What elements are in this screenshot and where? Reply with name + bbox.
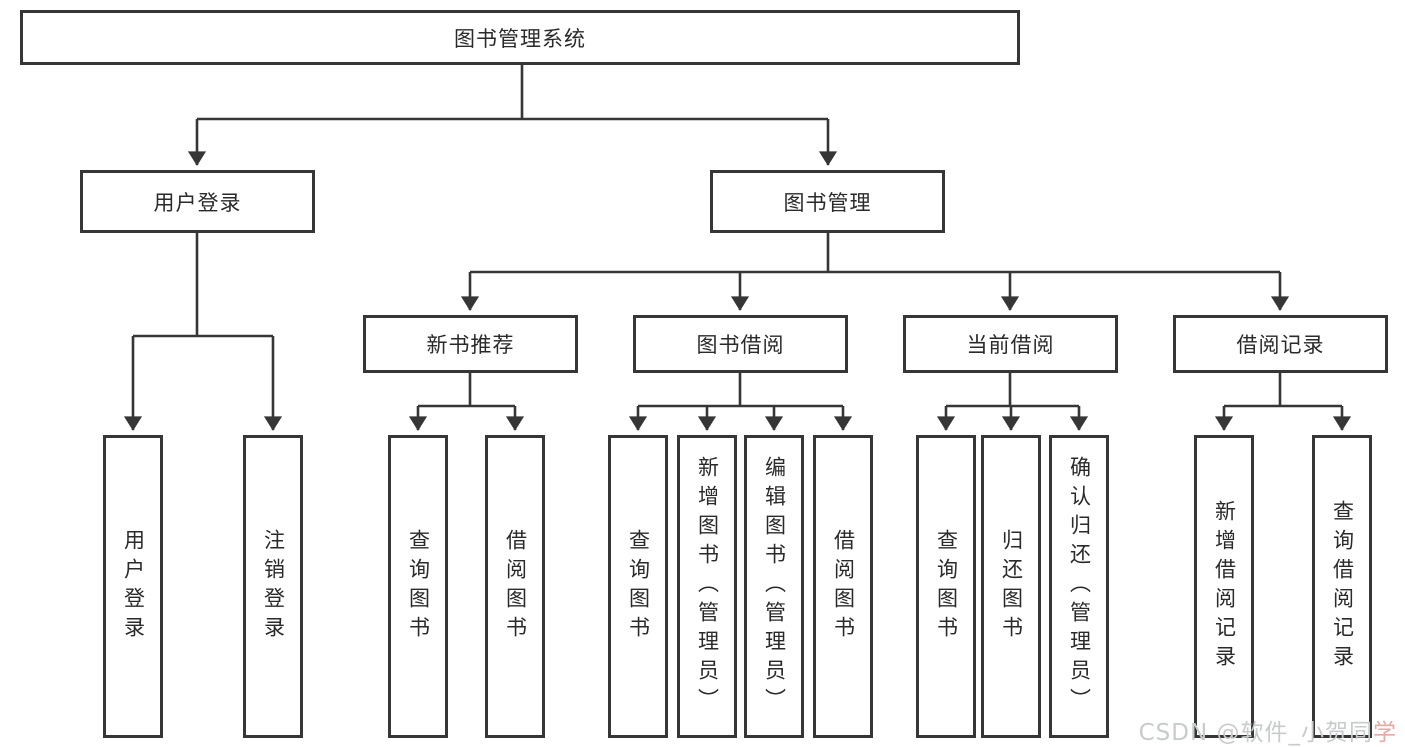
leaf-add-borrow-record: 新增借阅记录 [1194,435,1254,738]
leaf-user-login: 用户登录 [103,435,163,738]
leaf-query-books-recommend: 查询图书 [388,435,448,738]
leaf-confirm-return-admin: 确认归还（管理员） [1049,435,1109,738]
leaf-query-books-borrow: 查询图书 [608,435,668,738]
node-root-library-system: 图书管理系统 [20,10,1020,65]
leaf-borrow-books-recommend: 借阅图书 [485,435,545,738]
csdn-watermark: CSDN @软件_小贺同学 [1139,713,1397,747]
node-user-login: 用户登录 [80,170,315,233]
leaf-logout: 注销登录 [243,435,303,738]
leaf-add-books-admin: 新增图书（管理员） [677,435,737,738]
node-borrow-records: 借阅记录 [1173,315,1388,373]
leaf-query-books-current: 查询图书 [916,435,976,738]
csdn-watermark-end: 学 [1373,720,1397,746]
node-book-management: 图书管理 [710,170,945,233]
leaf-query-borrow-record: 查询借阅记录 [1312,435,1372,738]
leaf-borrow-books: 借阅图书 [813,435,873,738]
node-book-borrow: 图书借阅 [633,315,848,373]
leaf-edit-books-admin: 编辑图书（管理员） [744,435,804,738]
csdn-watermark-main: CSDN @软件_小贺同 [1138,720,1373,746]
leaf-return-books: 归还图书 [981,435,1041,738]
node-new-book-recommend: 新书推荐 [363,315,578,373]
node-current-borrow: 当前借阅 [903,315,1118,373]
